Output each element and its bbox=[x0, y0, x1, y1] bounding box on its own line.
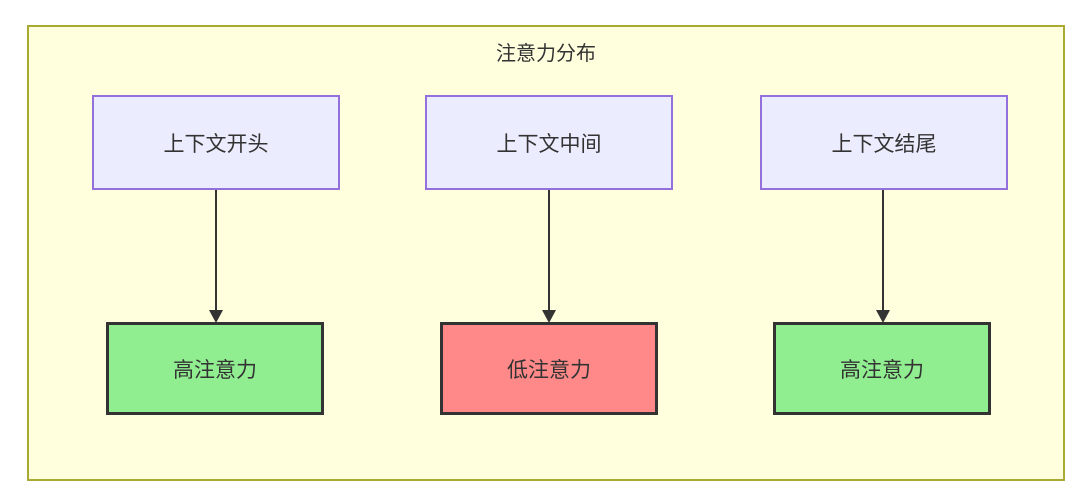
node-context-middle-label: 上下文中间 bbox=[496, 132, 602, 156]
arrow-context-middle-to-low-attention bbox=[542, 190, 556, 323]
node-attention-low-middle-label: 低注意力 bbox=[507, 358, 591, 382]
node-attention-high-end-label: 高注意力 bbox=[840, 358, 924, 382]
node-context-end: 上下文结尾 bbox=[760, 95, 1008, 190]
node-attention-high-end: 高注意力 bbox=[773, 322, 991, 415]
node-attention-high-start: 高注意力 bbox=[106, 322, 324, 415]
node-context-start: 上下文开头 bbox=[92, 95, 340, 190]
node-context-start-label: 上下文开头 bbox=[163, 132, 269, 156]
node-context-middle: 上下文中间 bbox=[425, 95, 673, 190]
arrow-context-end-to-high-attention bbox=[876, 190, 890, 323]
node-attention-high-start-label: 高注意力 bbox=[173, 358, 257, 382]
node-attention-low-middle: 低注意力 bbox=[440, 322, 658, 415]
diagram-title: 注意力分布 bbox=[496, 43, 596, 65]
attention-distribution-container: 注意力分布 上下文开头 上下文中间 上下文结尾 高注意力 bbox=[27, 25, 1065, 481]
node-context-end-label: 上下文结尾 bbox=[831, 132, 937, 156]
arrow-context-start-to-high-attention bbox=[209, 190, 223, 323]
